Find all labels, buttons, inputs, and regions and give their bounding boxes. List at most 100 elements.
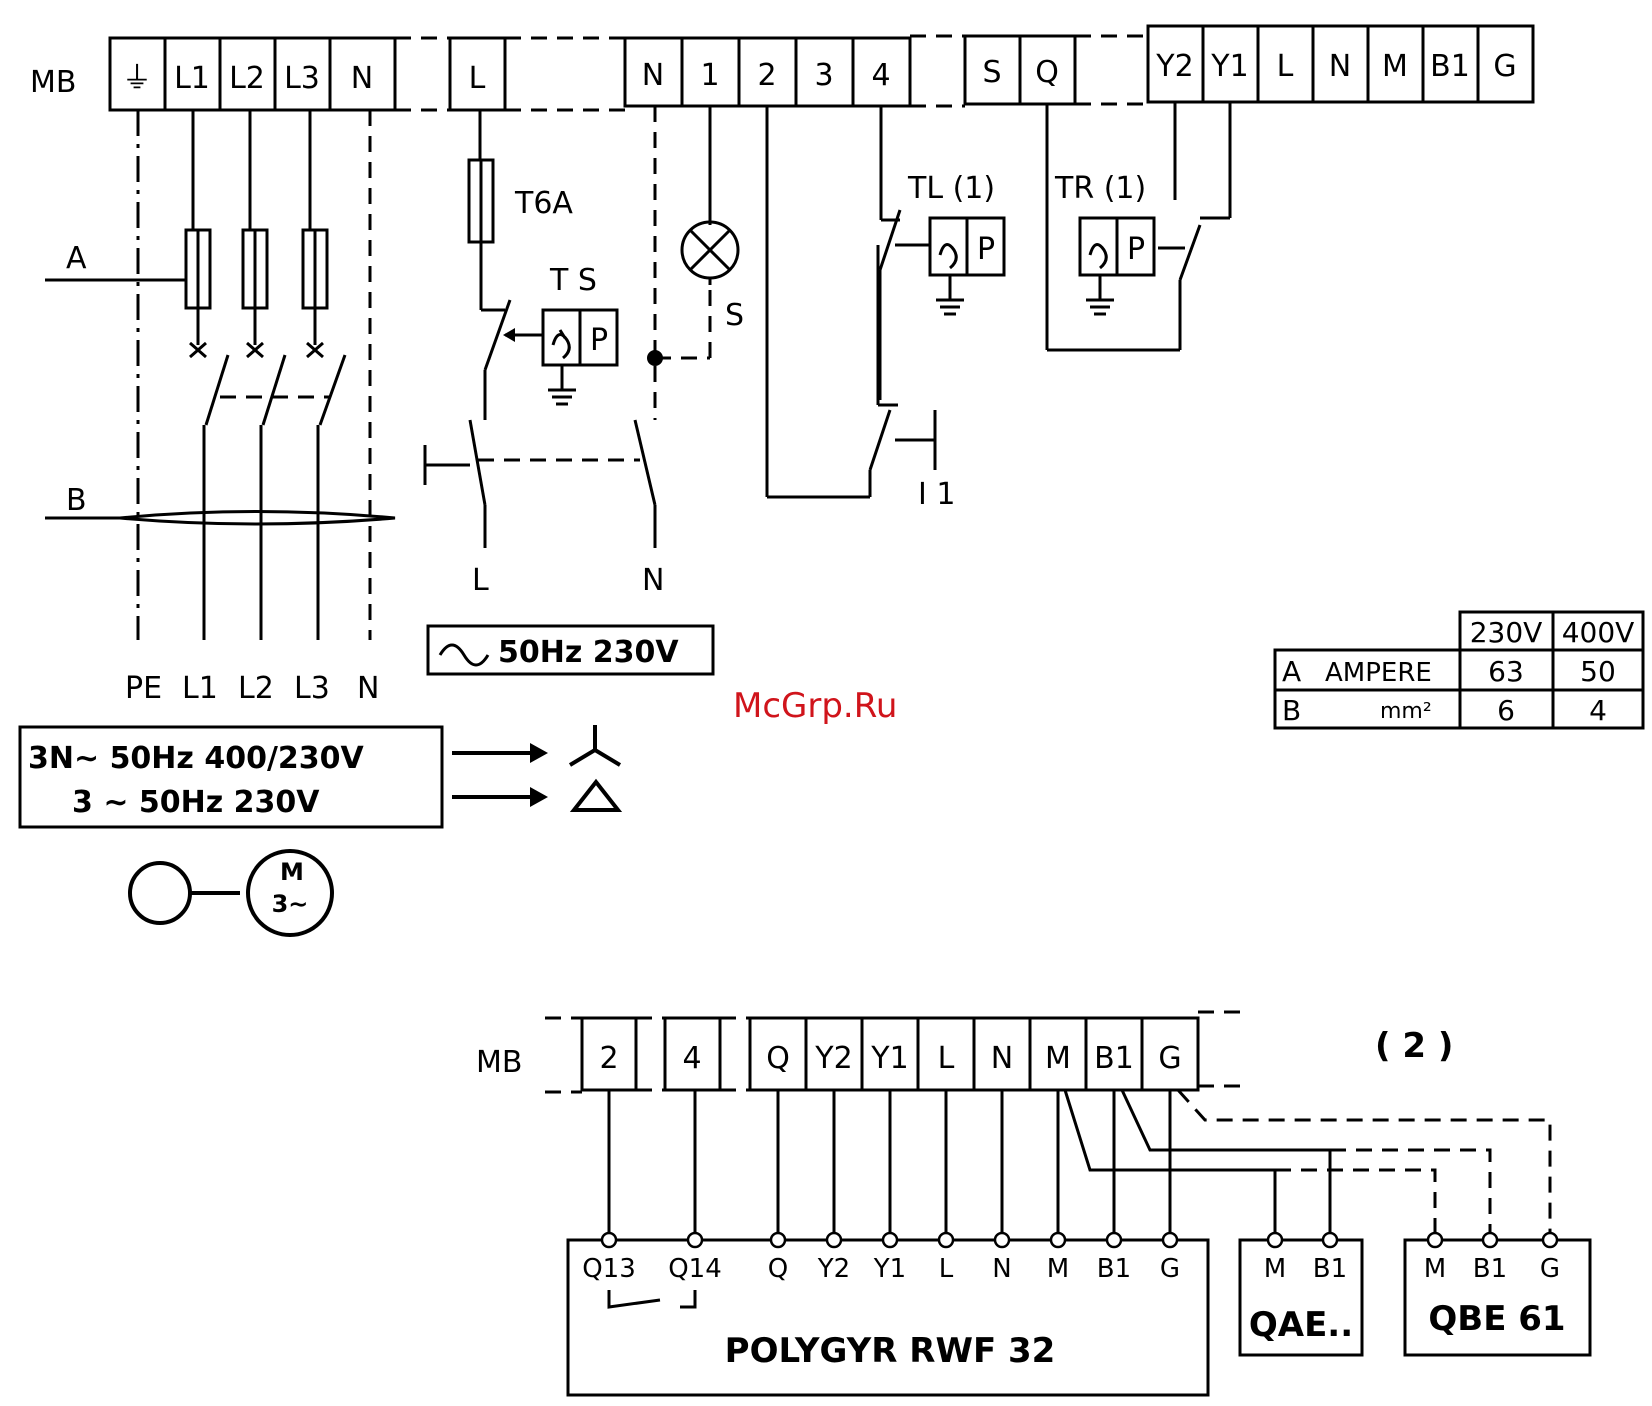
terminal-c-4: 4 (871, 58, 890, 93)
rwf-label: POLYGYR RWF 32 (725, 1331, 1056, 1371)
terminal-l: L (469, 61, 486, 96)
table-row-b-230: 6 (1497, 694, 1515, 727)
table-row-b-400: 4 (1589, 694, 1607, 727)
qbe-pin-b1: B1 (1473, 1254, 1507, 1284)
pump-symbol-icon (130, 863, 240, 923)
supply-230v-text: 50Hz 230V (498, 635, 679, 670)
delta-symbol-icon (574, 782, 618, 810)
rwf-pin-q13: Q13 (582, 1254, 636, 1284)
label-a: A (66, 241, 87, 276)
qbe-pin-g: G (1540, 1254, 1560, 1284)
motor-m: M (280, 858, 304, 886)
note-2: ( 2 ) (1375, 1026, 1453, 1066)
terminal-group-sq: S Q (965, 36, 1075, 104)
terminal-l1: L1 (174, 61, 210, 96)
tl-label: TL (1) (907, 171, 995, 206)
bt-m: M (1045, 1041, 1071, 1076)
table-row-b-label: B (1282, 694, 1301, 727)
terminal-e-n: N (1329, 49, 1351, 84)
terminal-group-power: ⏚ L1 L2 L3 N (110, 38, 395, 110)
qae-sensor: M B1 QAE.. (1240, 1233, 1362, 1355)
bt-b1: B1 (1094, 1041, 1134, 1076)
qae-pin-b1: B1 (1313, 1254, 1347, 1284)
qae-label: QAE.. (1249, 1305, 1353, 1345)
control-n-label: N (642, 563, 664, 598)
ts-label: T S (549, 263, 597, 298)
motor-3phase-icon: M 3∼ (248, 851, 332, 935)
terminal-q: Q (1035, 55, 1059, 90)
rwf-pin-q: Q (768, 1254, 788, 1284)
lamp-label: S (725, 298, 744, 333)
table-row-a-unit: AMPERE (1325, 658, 1432, 688)
tl-thermostat: P (895, 218, 1004, 314)
line-label-pe: PE (125, 671, 162, 706)
watermark: McGrp.Ru (733, 686, 897, 726)
ts-thermostat: P (503, 310, 617, 404)
main-switch (190, 343, 345, 640)
star-symbol-icon (570, 725, 620, 765)
table-row-a-label: A (1282, 655, 1301, 688)
rwf-pin-g: G (1160, 1254, 1180, 1284)
line-label-l1: L1 (182, 671, 218, 706)
terminal-c-1: 1 (700, 58, 719, 93)
terminal-pe: ⏚ (122, 61, 152, 96)
mb-label-top: MB (30, 65, 76, 100)
cable-spec-table: 230V 400V A AMPERE 63 50 B mm² 6 4 (1275, 612, 1643, 728)
rwf32-controller: Q13 Q14 Q Y2 Y1 L N M B1 G POLYGYR RWF 3… (568, 1233, 1208, 1395)
ts-p: P (590, 323, 608, 358)
terminal-e-y1: Y1 (1210, 49, 1248, 84)
rwf-pin-q14: Q14 (668, 1254, 722, 1284)
bt-y1: Y1 (870, 1041, 908, 1076)
terminal-group-regulator: Y2 Y1 L N M B1 G (1148, 26, 1533, 102)
terminal-n: N (351, 61, 373, 96)
mb-label-bottom: MB (476, 1045, 522, 1080)
qbe-pin-m: M (1424, 1254, 1446, 1284)
tr-thermostat: P (1080, 218, 1154, 314)
qbe-label: QBE 61 (1428, 1299, 1565, 1339)
bt-q: Q (766, 1041, 790, 1076)
bottom-terminal-strip: 2 4 Q Y2 Y1 L N M B1 G (582, 1018, 1198, 1090)
rwf-pin-m: M (1047, 1254, 1069, 1284)
terminal-group-control-l: L (450, 38, 505, 110)
terminal-s: S (982, 55, 1001, 90)
lamp-icon (682, 222, 738, 278)
bt-g: G (1158, 1041, 1181, 1076)
bt-4: 4 (682, 1041, 701, 1076)
terminal-e-y2: Y2 (1155, 49, 1193, 84)
rwf-pin-b1: B1 (1097, 1254, 1131, 1284)
rwf-pin-y2: Y2 (817, 1254, 850, 1284)
table-row-a-400: 50 (1580, 655, 1616, 688)
terminal-group-burner: N 1 2 3 4 (625, 38, 910, 106)
label-b: B (66, 483, 87, 518)
tr-p: P (1127, 232, 1145, 267)
qae-pin-m: M (1264, 1254, 1286, 1284)
bt-2: 2 (599, 1041, 618, 1076)
tr-label: TR (1) (1054, 171, 1146, 206)
table-header-230v: 230V (1470, 616, 1543, 649)
terminal-e-b1: B1 (1430, 49, 1470, 84)
bt-n: N (991, 1041, 1013, 1076)
table-row-a-230: 63 (1488, 655, 1524, 688)
table-header-400v: 400V (1562, 616, 1635, 649)
control-switch (425, 420, 655, 548)
line-label-n: N (357, 671, 379, 706)
terminal-l3: L3 (284, 61, 320, 96)
rwf-pin-y1: Y1 (873, 1254, 906, 1284)
bt-y2: Y2 (814, 1041, 852, 1076)
qbe61-sensor: M B1 G QBE 61 (1405, 1233, 1590, 1355)
terminal-l2: L2 (229, 61, 265, 96)
terminal-c-n: N (642, 58, 664, 93)
fuse-t6a-label: T6A (514, 186, 573, 221)
control-l-label: L (472, 563, 489, 598)
terminal-c-2: 2 (757, 58, 776, 93)
table-row-b-unit: mm² (1380, 699, 1432, 724)
i1-label: I 1 (918, 477, 955, 512)
motor-3: 3∼ (272, 890, 309, 918)
line-label-l3: L3 (294, 671, 330, 706)
rwf-pin-n: N (992, 1254, 1011, 1284)
bt-l: L (938, 1041, 955, 1076)
tl-p: P (977, 232, 995, 267)
line-label-l2: L2 (238, 671, 274, 706)
terminal-e-l: L (1277, 49, 1294, 84)
